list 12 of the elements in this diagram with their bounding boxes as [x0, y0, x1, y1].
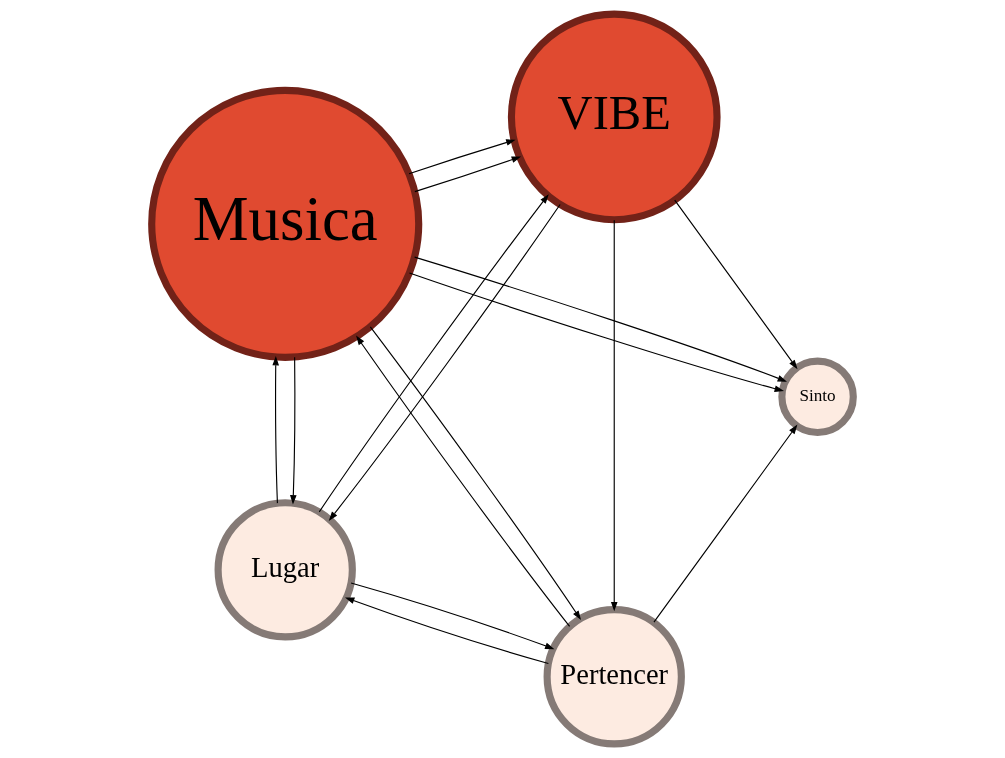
arrow: [345, 597, 549, 665]
node-circle: Musica: [148, 86, 423, 361]
arrow: [290, 356, 297, 505]
arrow: [408, 272, 784, 392]
arrow: [408, 139, 516, 175]
arrow: [653, 424, 798, 623]
arrow: [674, 199, 798, 370]
arrow: [350, 582, 555, 650]
arrow: [414, 256, 788, 382]
arrow: [272, 355, 279, 504]
arrow: [610, 219, 618, 612]
arrow: [414, 156, 522, 193]
